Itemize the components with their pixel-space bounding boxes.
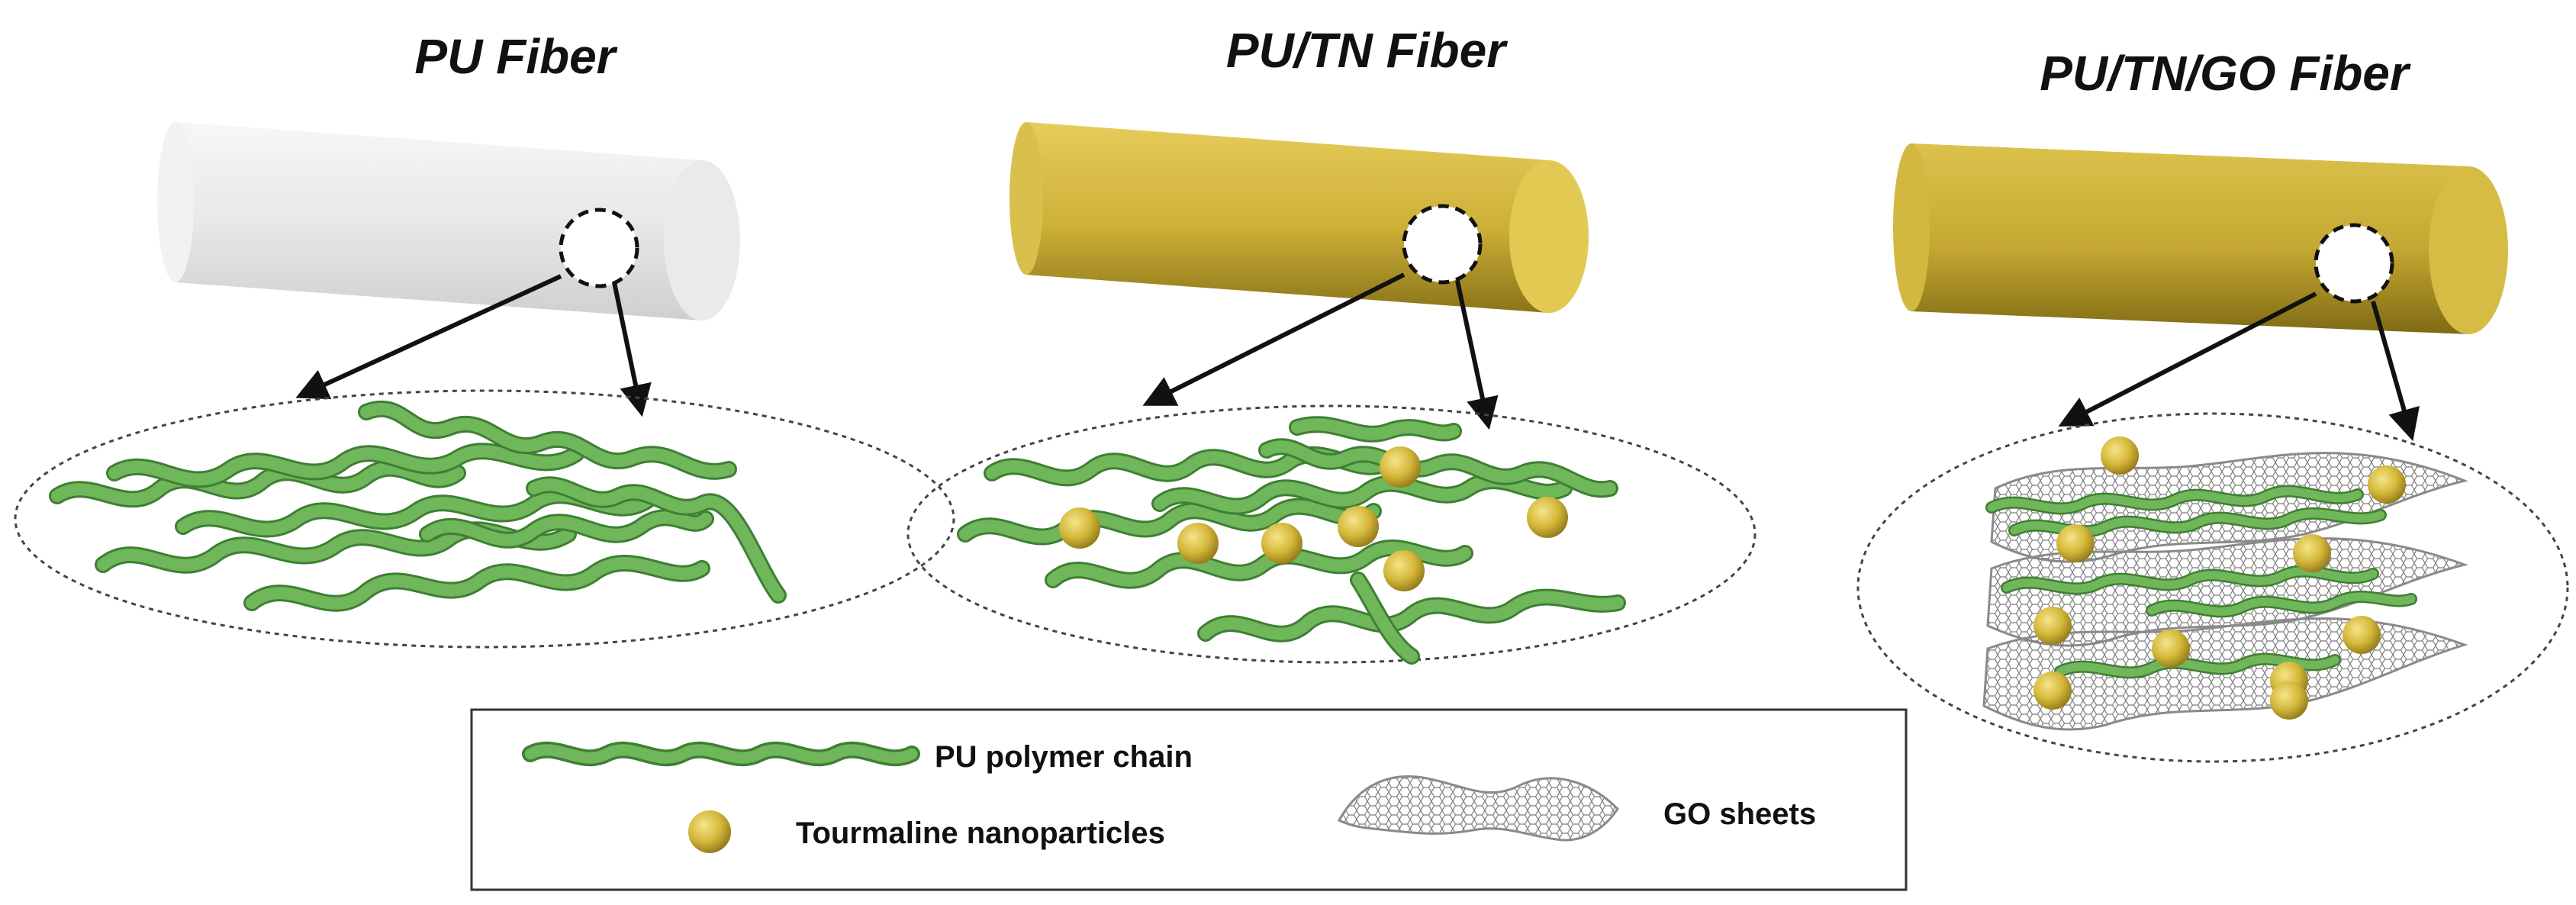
magnified-view-ellipse [906,404,1757,664]
zoom-circle [2314,223,2394,304]
panel-title: PU Fiber [414,29,617,84]
panel-pu-fiber: PU Fiber [14,29,955,649]
zoom-circle [559,208,639,288]
panel-pu-tn-fiber: PU/TN Fiber [906,23,1757,665]
fiber-cylinder [1893,143,2508,334]
zoom-arrows [2058,291,2420,442]
zoom-circle [1402,204,1483,285]
legend-particle-swatch [688,810,731,853]
zoom-arrows [1142,272,1499,430]
legend-box [470,708,1908,891]
legend-particle-label: Tourmaline nanoparticles [796,816,1165,850]
fiber-cylinder [157,122,740,320]
magnified-view-ellipse [14,389,955,649]
legend-chain-swatch [522,741,920,767]
legend-go-label: GO sheets [1663,797,1816,831]
zoom-arrows [295,274,652,417]
legend: PU polymer chain Tourmaline nanoparticle… [470,708,1908,891]
polymer-chains [957,416,1626,665]
tourmaline-particles [1059,446,1568,591]
panel-pu-tn-go-fiber: PU/TN/GO Fiber [1856,46,2569,763]
panel-title: PU/TN Fiber [1226,23,1508,78]
tourmaline-particles [2033,436,2406,720]
legend-go-swatch [1337,775,1619,842]
fiber-cylinder [1009,122,1589,313]
magnified-view-ellipse [1856,412,2569,763]
polymer-chains [49,400,787,612]
legend-chain-label: PU polymer chain [935,740,1193,774]
panel-title: PU/TN/GO Fiber [2040,46,2411,101]
